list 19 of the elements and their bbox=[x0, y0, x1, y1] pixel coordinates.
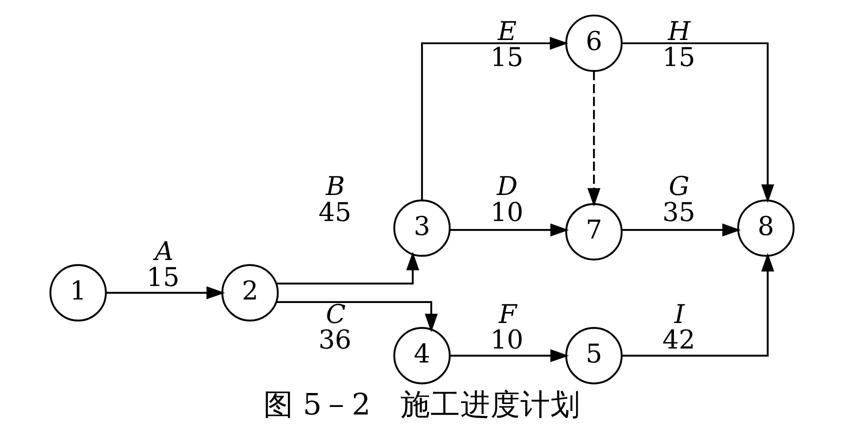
arrow bbox=[587, 71, 600, 207]
arrow bbox=[276, 252, 420, 284]
node-circle: 6 bbox=[565, 14, 623, 72]
node-circle: 8 bbox=[737, 199, 795, 257]
node-circle: 2 bbox=[221, 264, 279, 322]
node-circle: 1 bbox=[49, 264, 107, 322]
arrow bbox=[450, 349, 569, 362]
arrow bbox=[106, 286, 225, 300]
arrow bbox=[622, 42, 774, 203]
node-circle: 3 bbox=[393, 199, 451, 257]
node-circle: 7 bbox=[565, 203, 623, 260]
arrow bbox=[421, 36, 568, 200]
arrow bbox=[450, 224, 569, 236]
arrow bbox=[622, 224, 741, 236]
arrow bbox=[622, 253, 774, 357]
node-circle: 5 bbox=[565, 327, 623, 384]
caption: 图 5－2 施工进度计划 bbox=[263, 387, 581, 422]
node-circle: 4 bbox=[393, 327, 451, 384]
arrow bbox=[276, 301, 438, 332]
